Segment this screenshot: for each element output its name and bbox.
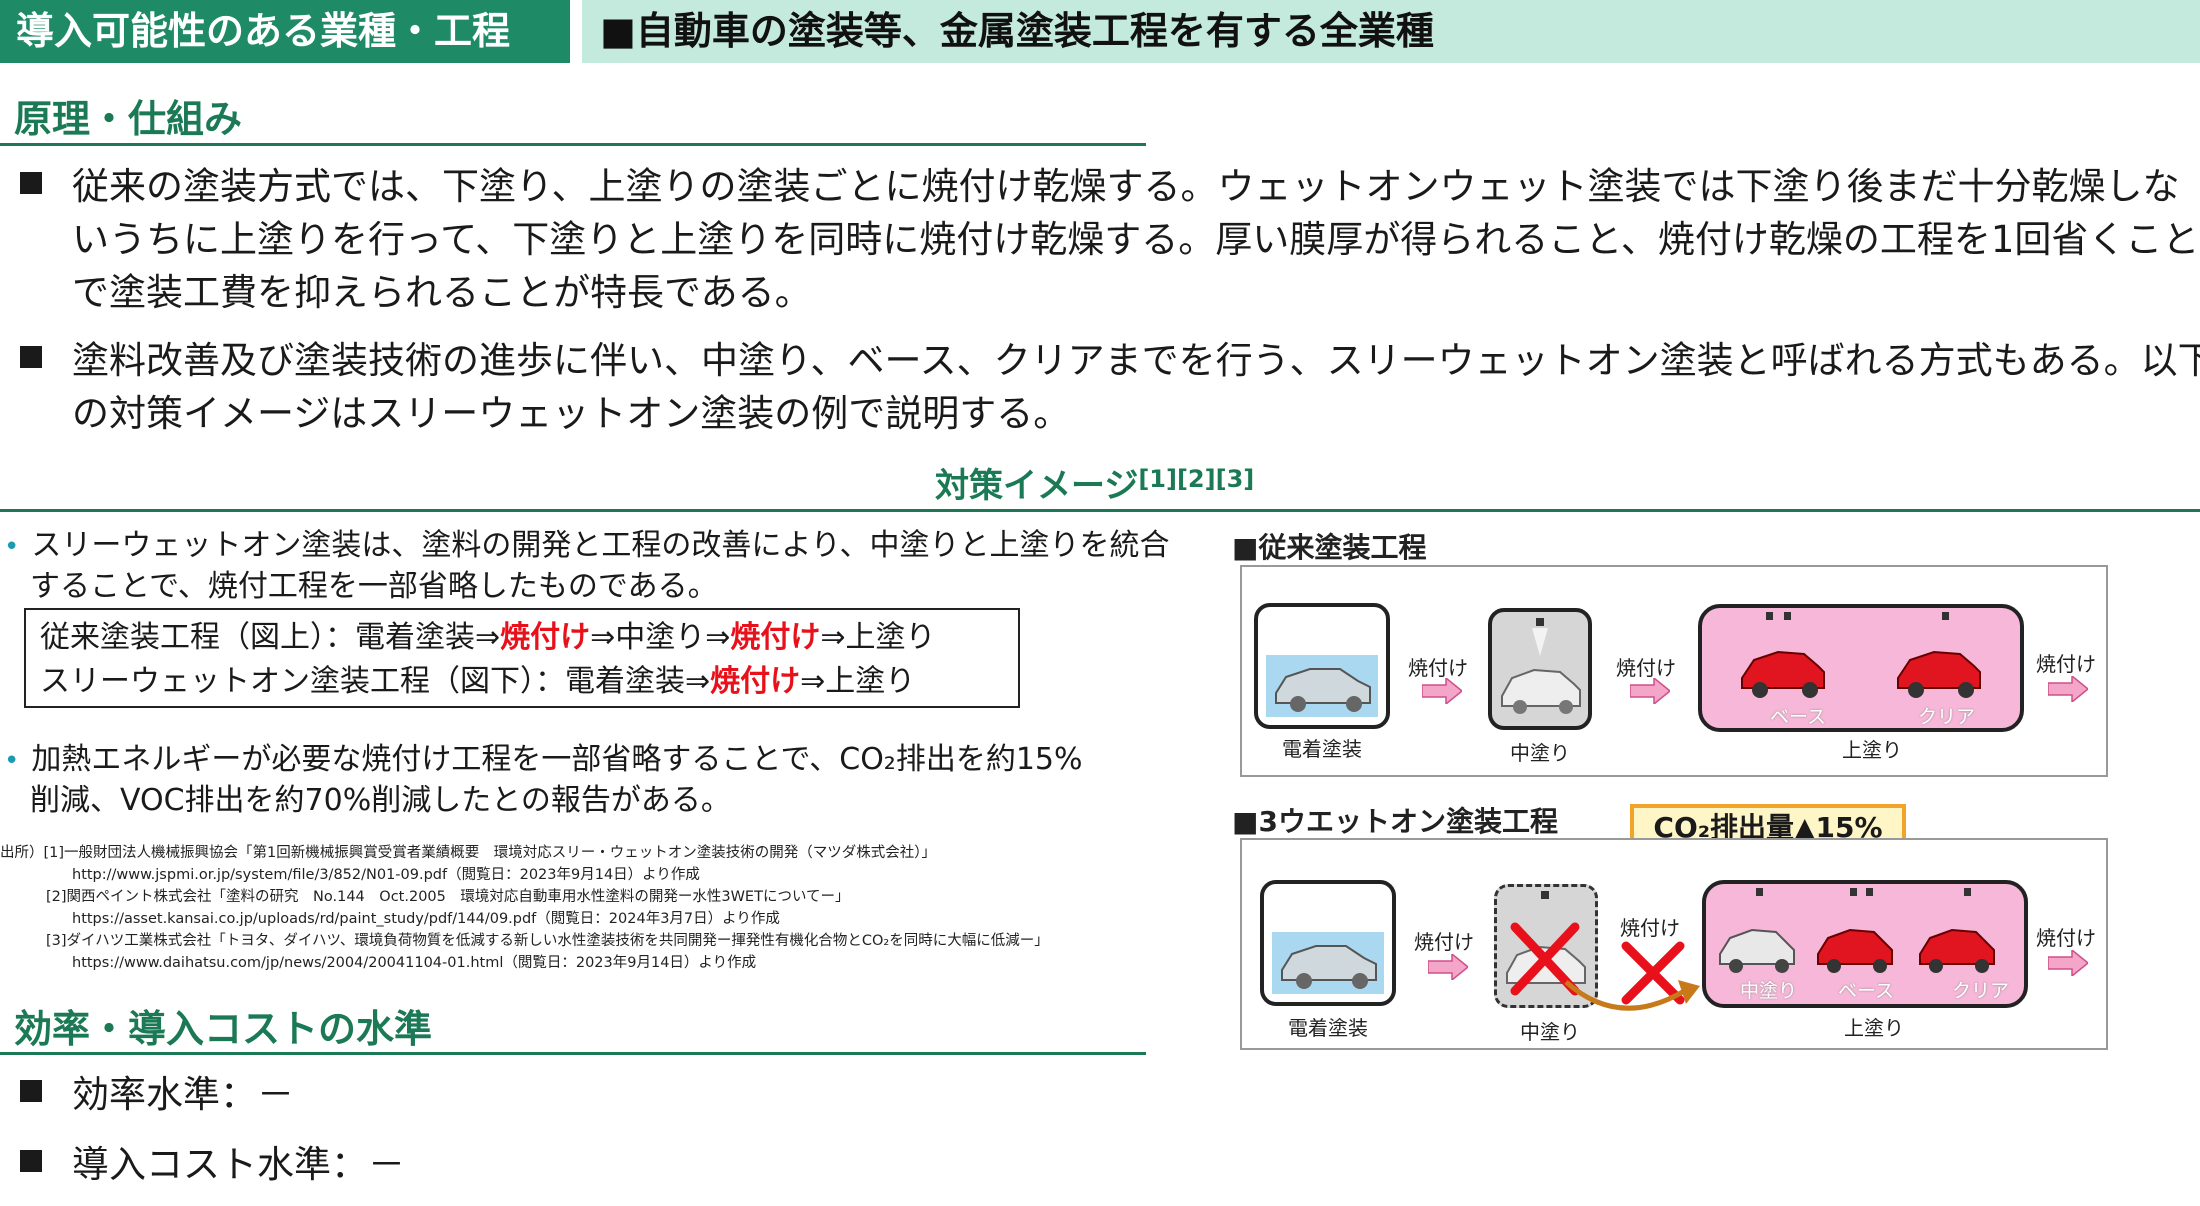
top-coat-cars-icon xyxy=(1741,612,1981,698)
source-line: http://www.jspmi.or.jp/system/file/3/852… xyxy=(72,867,700,883)
comparison-row-1-text-e: ⇒上塗り xyxy=(820,620,936,655)
diagram-conventional-title: ■従来塗装工程 xyxy=(1232,531,1427,564)
process-arrow-icon xyxy=(2048,950,2088,976)
top-coat-booth xyxy=(1698,604,2024,732)
process-arrow-icon xyxy=(1630,678,1670,704)
label-clear: クリア xyxy=(1918,706,1976,728)
efficiency-item-1: 効率水準：－ xyxy=(20,1068,294,1121)
header-category-label: 導入可能性のある業種・工程 xyxy=(0,0,570,63)
comparison-row-conventional: 従来塗装工程（図上）：電着塗装⇒焼付け⇒中塗り⇒焼付け⇒上塗り xyxy=(40,616,1004,660)
note-1-line-1: スリーウェットオン塗装は、塗料の開発と工程の改善により、中塗りと上塗りを統合 xyxy=(31,528,1170,563)
comparison-row-2-highlight: 焼付け xyxy=(710,664,801,699)
source-line: https://asset.kansai.co.jp/uploads/rd/pa… xyxy=(72,911,780,927)
note-2-line-2: 削減、VOC排出を約70%削減したとの報告がある。 xyxy=(30,783,731,818)
note-2-line-1: 加熱エネルギーが必要な焼付け工程を一部省略することで、CO₂排出を約15% xyxy=(31,742,1083,777)
note-1-line-2: することで、焼付工程を一部省略したものである。 xyxy=(30,569,718,604)
principle-bullet-1-line-2: いうちに上塗りを行って、下塗りと上塗りを同時に焼付け乾燥する。厚い膜厚が得られる… xyxy=(72,218,2200,261)
label-intermediate-coat-2: 中塗り xyxy=(1740,980,1798,1002)
process-comparison-box: 従来塗装工程（図上）：電着塗装⇒焼付け⇒中塗り⇒焼付け⇒上塗り スリーウェットオ… xyxy=(24,608,1020,708)
principle-bullet-2-line-2: の対策イメージはスリーウェットオン塗装の例で説明する。 xyxy=(72,392,1071,435)
label-top-coat: 上塗り xyxy=(1842,738,1902,762)
efficiency-level: 効率水準：－ xyxy=(72,1073,294,1116)
label-base: ベース xyxy=(1838,980,1895,1002)
comparison-row-1-highlight-1: 焼付け xyxy=(500,620,591,655)
dot-bullet-icon: • xyxy=(4,746,20,776)
move-to-top-coat-arrow-icon xyxy=(1564,980,1700,1011)
process-arrow-icon xyxy=(1428,954,1468,980)
comparison-row-three-wet: スリーウェットオン塗装工程（図下）：電着塗装⇒焼付け⇒上塗り xyxy=(40,660,1004,704)
tank-car-icon xyxy=(1272,932,1384,994)
electrodeposition-tank xyxy=(1260,880,1396,1006)
source-line: [2]関西ペイント株式会社「塗料の研究 No.144 Oct.2005 環境対応… xyxy=(46,889,850,905)
cost-level: 導入コスト水準：－ xyxy=(72,1143,405,1186)
principle-section-rule xyxy=(0,143,1146,146)
source-line: [3]ダイハツ工業株式会社「トヨタ、ダイハツ、環境負荷物質を低減する新しい水性塗… xyxy=(46,933,1049,949)
label-top-coat: 上塗り xyxy=(1844,1016,1904,1040)
label-baking-2: 焼付け xyxy=(1616,656,1676,680)
comparison-row-1-text-a: 従来塗装工程（図上）：電着塗装⇒ xyxy=(40,620,501,655)
efficiency-section-rule xyxy=(0,1052,1146,1055)
sources-list: 出所）[1]一般財団法人機械振興協会「第1回新機械振興賞受賞者業績概要 環境対応… xyxy=(0,842,1150,974)
measure-image-title-text: 対策イメージ xyxy=(935,466,1139,506)
efficiency-item-2: 導入コスト水準：－ xyxy=(20,1138,405,1191)
measure-image-refs: [1][2][3] xyxy=(1138,465,1255,493)
omitted-intermediate-booth xyxy=(1494,884,1598,1008)
omitted-baking-cross-icon xyxy=(1621,941,1685,1005)
label-clear: クリア xyxy=(1952,980,2010,1002)
label-electrodeposition: 電着塗装 xyxy=(1282,737,1362,761)
note-2: • 加熱エネルギーが必要な焼付け工程を一部省略することで、CO₂排出を約15% 削… xyxy=(4,740,1154,821)
measure-image-title: 対策イメージ[1][2][3] xyxy=(935,458,1254,507)
square-bullet-icon xyxy=(20,1080,42,1102)
square-bullet-icon xyxy=(20,1150,42,1172)
three-wet-cars-icon xyxy=(1719,888,1995,973)
process-arrow-icon xyxy=(1422,678,1462,704)
label-intermediate-coat: 中塗り xyxy=(1520,1020,1580,1044)
label-intermediate-coat: 中塗り xyxy=(1510,741,1570,765)
spray-car-icon xyxy=(1501,618,1581,714)
source-line: https://www.daihatsu.com/jp/news/2004/20… xyxy=(72,955,757,971)
efficiency-section-title: 効率・導入コストの水準 xyxy=(14,1007,433,1051)
principle-bullet-1-line-3: で塗装工費を抑えられることが特長である。 xyxy=(72,271,812,314)
dot-bullet-icon: • xyxy=(4,532,20,562)
principle-bullet-1-line-1: 従来の塗装方式では、下塗り、上塗りの塗装ごとに焼付け乾燥する。ウェットオンウェッ… xyxy=(72,165,2180,208)
three-wet-coat-booth xyxy=(1702,880,2028,1008)
principle-section-title: 原理・仕組み xyxy=(14,97,243,141)
process-arrow-icon xyxy=(2048,676,2088,702)
comparison-row-2-text-a: スリーウェットオン塗装工程（図下）：電着塗装⇒ xyxy=(40,664,711,699)
comparison-row-1-highlight-2: 焼付け xyxy=(730,620,821,655)
label-electrodeposition: 電着塗装 xyxy=(1288,1016,1368,1040)
label-baking-omitted: 焼付け xyxy=(1620,916,1680,940)
label-baking-final: 焼付け xyxy=(2036,926,2096,950)
principle-bullet-1: 従来の塗装方式では、下塗り、上塗りの塗装ごとに焼付け乾燥する。ウェットオンウェッ… xyxy=(20,160,2199,319)
comparison-row-2-text-c: ⇒上塗り xyxy=(800,664,916,699)
label-baking-1: 焼付け xyxy=(1408,656,1468,680)
square-bullet-icon xyxy=(20,172,42,194)
note-1: •スリーウェットオン塗装は、塗料の開発と工程の改善により、中塗りと上塗りを統合 … xyxy=(4,526,1170,607)
measure-image-rule xyxy=(0,509,2200,512)
principle-bullet-2-line-1: 塗料改善及び塗装技術の進歩に伴い、中塗り、ベース、クリアまでを行う、スリーウェッ… xyxy=(72,339,2200,382)
header-target-industries: ■自動車の塗装等、金属塗装工程を有する全業種 xyxy=(582,0,2200,63)
intermediate-coat-booth xyxy=(1488,608,1592,730)
label-base: ベース xyxy=(1770,706,1827,728)
electrodeposition-tank xyxy=(1254,603,1390,729)
diagram-3wet-title: ■3ウエットオン塗装工程 xyxy=(1232,805,1558,838)
source-line: 出所）[1]一般財団法人機械振興協会「第1回新機械振興賞受賞者業績概要 環境対応… xyxy=(0,845,937,861)
square-bullet-icon xyxy=(20,346,42,368)
comparison-row-1-text-c: ⇒中塗り⇒ xyxy=(590,620,731,655)
principle-bullet-2: 塗料改善及び塗装技術の進歩に伴い、中塗り、ベース、クリアまでを行う、スリーウェッ… xyxy=(20,334,2200,440)
label-baking-3: 焼付け xyxy=(2036,652,2096,676)
label-baking-1: 焼付け xyxy=(1414,930,1474,954)
tank-car-icon xyxy=(1266,655,1378,717)
